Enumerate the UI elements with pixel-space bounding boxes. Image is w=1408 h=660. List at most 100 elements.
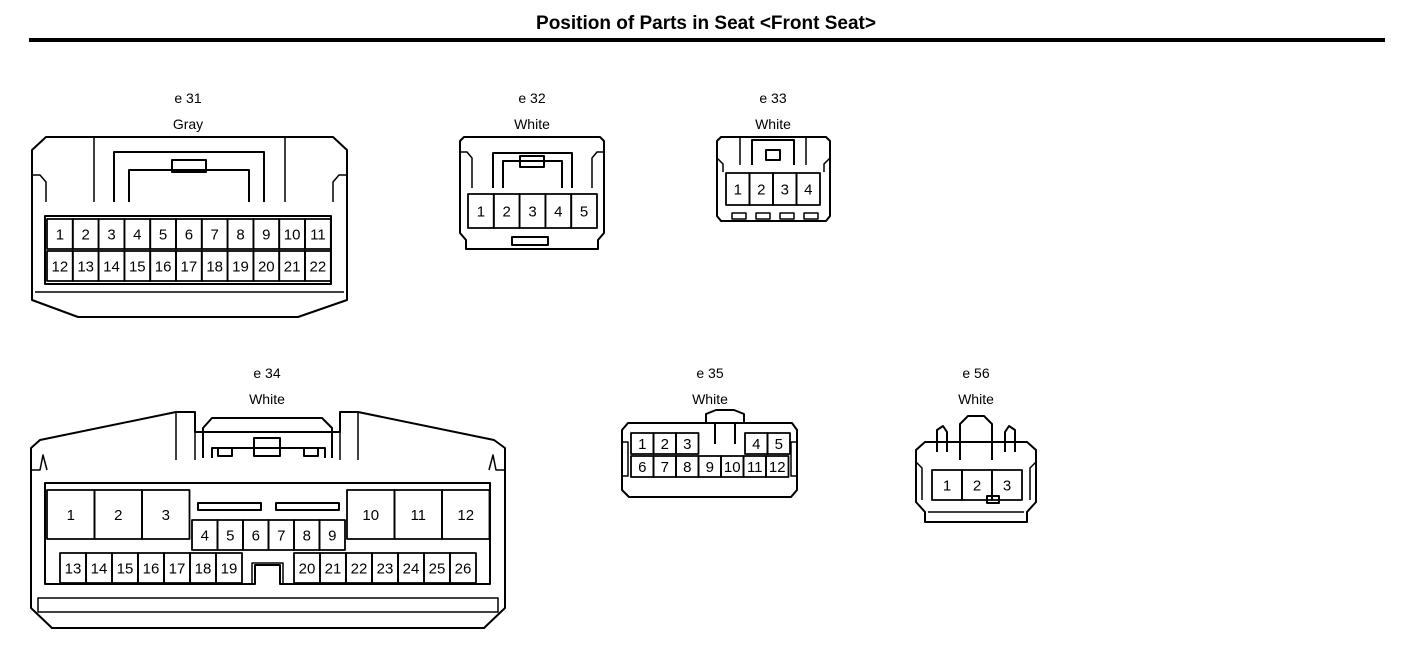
pin-label: 6 <box>252 528 260 545</box>
pin-label: 14 <box>91 561 108 578</box>
pin-label: 7 <box>661 459 669 476</box>
pin-label: 11 <box>410 507 426 524</box>
pin-label: 4 <box>201 528 209 545</box>
pin-label: 13 <box>77 259 94 276</box>
connector-housing-inner <box>622 441 797 477</box>
connector-id: e 34 <box>253 365 280 381</box>
connector-id: e 35 <box>696 365 723 381</box>
pin-cell <box>766 432 791 455</box>
page-title: Position of Parts in Seat <Front Seat> <box>536 13 876 34</box>
pin-label: 8 <box>303 528 311 545</box>
connector-housing-inner <box>31 412 505 613</box>
pin-label: 5 <box>775 436 783 453</box>
pin-label: 2 <box>503 204 511 221</box>
latch-outline <box>705 409 745 444</box>
key-slot-left <box>197 502 262 511</box>
pin-label: 1 <box>638 436 646 453</box>
pin-label: 8 <box>236 227 244 244</box>
connector-color: White <box>514 116 550 132</box>
pin-label: 5 <box>580 204 588 221</box>
pin-label: 18 <box>206 259 223 276</box>
pin-label: 3 <box>107 227 115 244</box>
connector-id: e 32 <box>518 90 545 106</box>
connector-color: White <box>958 391 994 407</box>
pin-label: 13 <box>65 561 82 578</box>
side-lock-right <box>1004 425 1016 452</box>
pin-label: 5 <box>226 528 234 545</box>
connector-housing-inner <box>460 151 604 188</box>
pin-cell <box>304 250 332 282</box>
center-key <box>251 562 284 584</box>
pin-cell <box>304 218 332 250</box>
pin-label: 19 <box>221 561 238 578</box>
pin-label: 3 <box>528 204 536 221</box>
pin-label: 3 <box>683 436 691 453</box>
pin-label: 6 <box>185 227 193 244</box>
pin-label: 6 <box>638 459 646 476</box>
pin-label: 1 <box>67 507 75 524</box>
pin-cell <box>318 519 346 551</box>
latch-outline <box>751 139 795 165</box>
pin-label: 20 <box>299 561 316 578</box>
latch-outline <box>113 151 265 202</box>
pin-frame <box>44 215 332 285</box>
pin-label: 11 <box>747 459 763 476</box>
connector-color: White <box>692 391 728 407</box>
pin-label: 8 <box>683 459 691 476</box>
latch-outline <box>959 415 993 460</box>
latch-tab-left <box>217 447 233 457</box>
pin-label: 3 <box>781 182 789 199</box>
connector-housing-inner <box>716 137 831 172</box>
pin-label: 12 <box>52 259 69 276</box>
pin-label: 4 <box>752 436 760 453</box>
housing-rail <box>35 137 344 293</box>
pin-label: 21 <box>284 259 301 276</box>
pin-label: 10 <box>284 227 301 244</box>
pin-label: 17 <box>181 259 198 276</box>
pin-label: 15 <box>129 259 146 276</box>
latch-tab <box>171 159 207 173</box>
latch-tab <box>765 149 781 161</box>
pin-label: 4 <box>133 227 141 244</box>
pin-label: 2 <box>757 182 765 199</box>
side-lock-left <box>936 425 948 452</box>
pin-label: 2 <box>114 507 122 524</box>
pin-label: 18 <box>195 561 212 578</box>
pin-label: 4 <box>554 204 562 221</box>
pin-label: 2 <box>973 478 981 495</box>
pin-label: 5 <box>159 227 167 244</box>
latch-tab-right <box>303 447 319 457</box>
bottom-ribs <box>731 212 819 220</box>
pin-label: 21 <box>325 561 342 578</box>
pin-label: 17 <box>169 561 186 578</box>
pin-label: 22 <box>351 561 368 578</box>
pin-label: 9 <box>262 227 270 244</box>
pin-cell <box>765 455 790 478</box>
key-slot-right <box>275 502 340 511</box>
pin-label: 7 <box>277 528 285 545</box>
pin-label: 12 <box>457 507 474 524</box>
pin-cell <box>675 432 700 455</box>
latch-tab <box>253 437 281 457</box>
connector-color: Gray <box>173 116 203 132</box>
latch-tab <box>519 155 545 168</box>
title-rule <box>29 38 1385 42</box>
pin-label: 12 <box>769 459 786 476</box>
pin-label: 19 <box>232 259 249 276</box>
pin-label: 3 <box>1003 478 1011 495</box>
pin-label: 14 <box>103 259 120 276</box>
pin-cell <box>141 489 191 540</box>
bottom-slot <box>511 236 549 246</box>
pin-label: 2 <box>82 227 90 244</box>
pin-label: 4 <box>804 182 812 199</box>
